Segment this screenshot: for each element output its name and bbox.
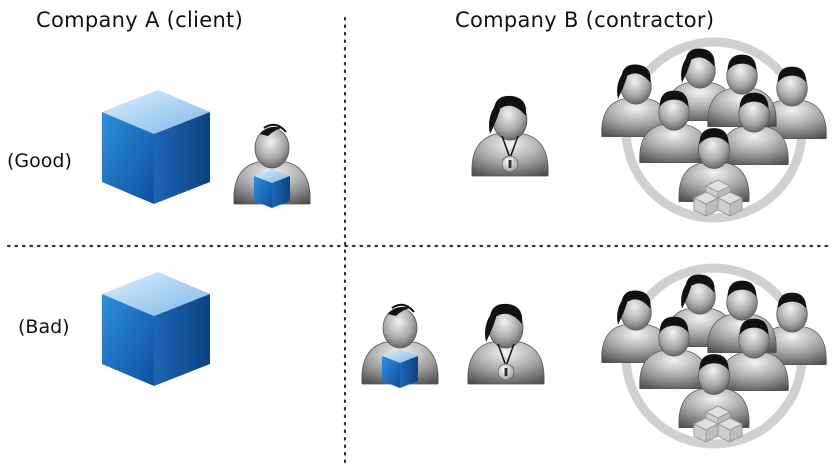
bad-row-liaison-person-icon <box>468 304 544 384</box>
good-row-client-person-holding-cube-icon <box>234 125 310 208</box>
good-row-label: (Good) <box>7 150 72 172</box>
company-b-header: Company B (contractor) <box>455 8 715 32</box>
good-row-team-circle-icon <box>602 42 827 218</box>
company-a-header: Company A (client) <box>36 8 244 32</box>
good-row-product-cube-icon <box>102 90 210 204</box>
good-row-liaison-person-icon <box>472 96 548 176</box>
bad-row-client-person-holding-cube-icon <box>362 305 438 388</box>
bad-row-label: (Bad) <box>18 316 70 338</box>
bad-row-team-circle-icon <box>602 268 827 444</box>
bad-row-product-cube-icon <box>102 272 210 386</box>
